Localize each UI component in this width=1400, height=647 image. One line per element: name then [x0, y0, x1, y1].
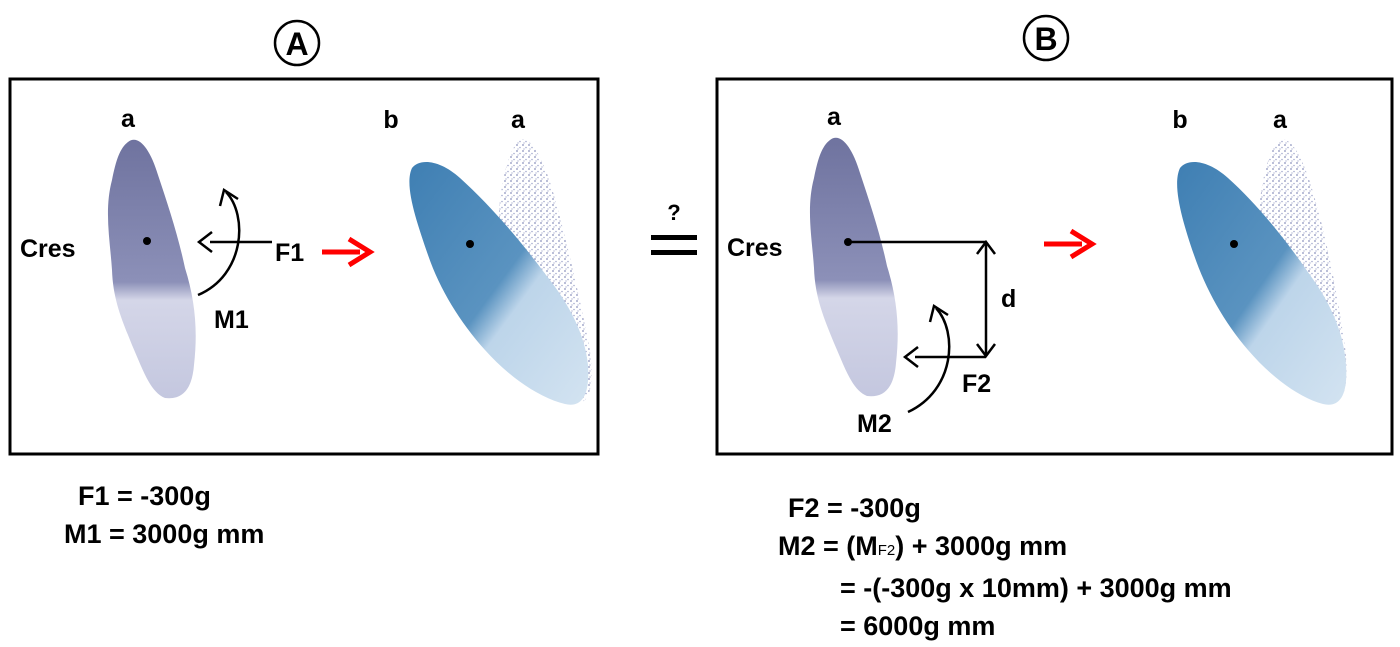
equivalence-sign: ? [651, 200, 697, 255]
cres-point-b [466, 240, 474, 248]
cres-point-b-result [1230, 240, 1238, 248]
force-moment-system-1 [196, 188, 272, 297]
moment-label-m1: M1 [214, 306, 249, 334]
distance-label-d: d [1001, 285, 1016, 313]
lever-arm [848, 239, 996, 359]
tooth-a-label-result-b: a [1273, 106, 1288, 134]
panel-a-frame [8, 77, 600, 456]
panel-a-circle-label: A [285, 26, 308, 62]
panel-b: B a Cres d F2 M2 [715, 14, 1394, 456]
tooth-a-label-result: a [511, 106, 526, 134]
equation-m2-prefix: M2 = (M [778, 531, 878, 561]
tooth-a-label: a [121, 105, 136, 133]
equation-m2-suffix: ) + 3000g mm [895, 531, 1068, 561]
cres-label: Cres [20, 235, 76, 263]
cres-label-b: Cres [727, 234, 783, 262]
panel-a-circle [273, 19, 321, 67]
tooth-b-label: b [383, 106, 398, 134]
force-label-f1: F1 [275, 239, 304, 267]
red-arrow-b [1044, 228, 1097, 260]
tooth-a-original [107, 139, 196, 399]
equation-m2-step: = -(-300g x 10mm) + 3000g mm [840, 573, 1232, 603]
cres-point [143, 237, 151, 245]
equation-m2: M2 = (MF2) + 3000g mm [778, 528, 1067, 569]
equation-m2-result: = 6000g mm [840, 611, 996, 641]
equation-f1: F1 = -300g [78, 481, 211, 511]
tooth-b-label-b: b [1172, 106, 1187, 134]
panel-a: A a Cres F1 M1 b a [8, 19, 600, 456]
equation-m2-subscript: F2 [877, 542, 896, 559]
red-arrow-a [322, 236, 375, 268]
force-label-f2: F2 [962, 370, 991, 398]
panel-b-frame [715, 77, 1394, 456]
equation-f2: F2 = -300g [788, 493, 921, 523]
equation-m1: M1 = 3000g mm [64, 519, 265, 549]
force-moment-system-2 [902, 304, 986, 414]
tooth-b-tipped [409, 162, 589, 405]
tooth-a-label-b: a [827, 103, 842, 131]
panel-b-circle-label: B [1034, 21, 1057, 57]
question-mark: ? [667, 200, 680, 225]
moment-label-m2: M2 [857, 410, 892, 438]
tooth-a-original-b [809, 137, 898, 397]
tooth-b-tipped-b [1177, 162, 1347, 405]
panel-b-circle [1022, 14, 1070, 62]
